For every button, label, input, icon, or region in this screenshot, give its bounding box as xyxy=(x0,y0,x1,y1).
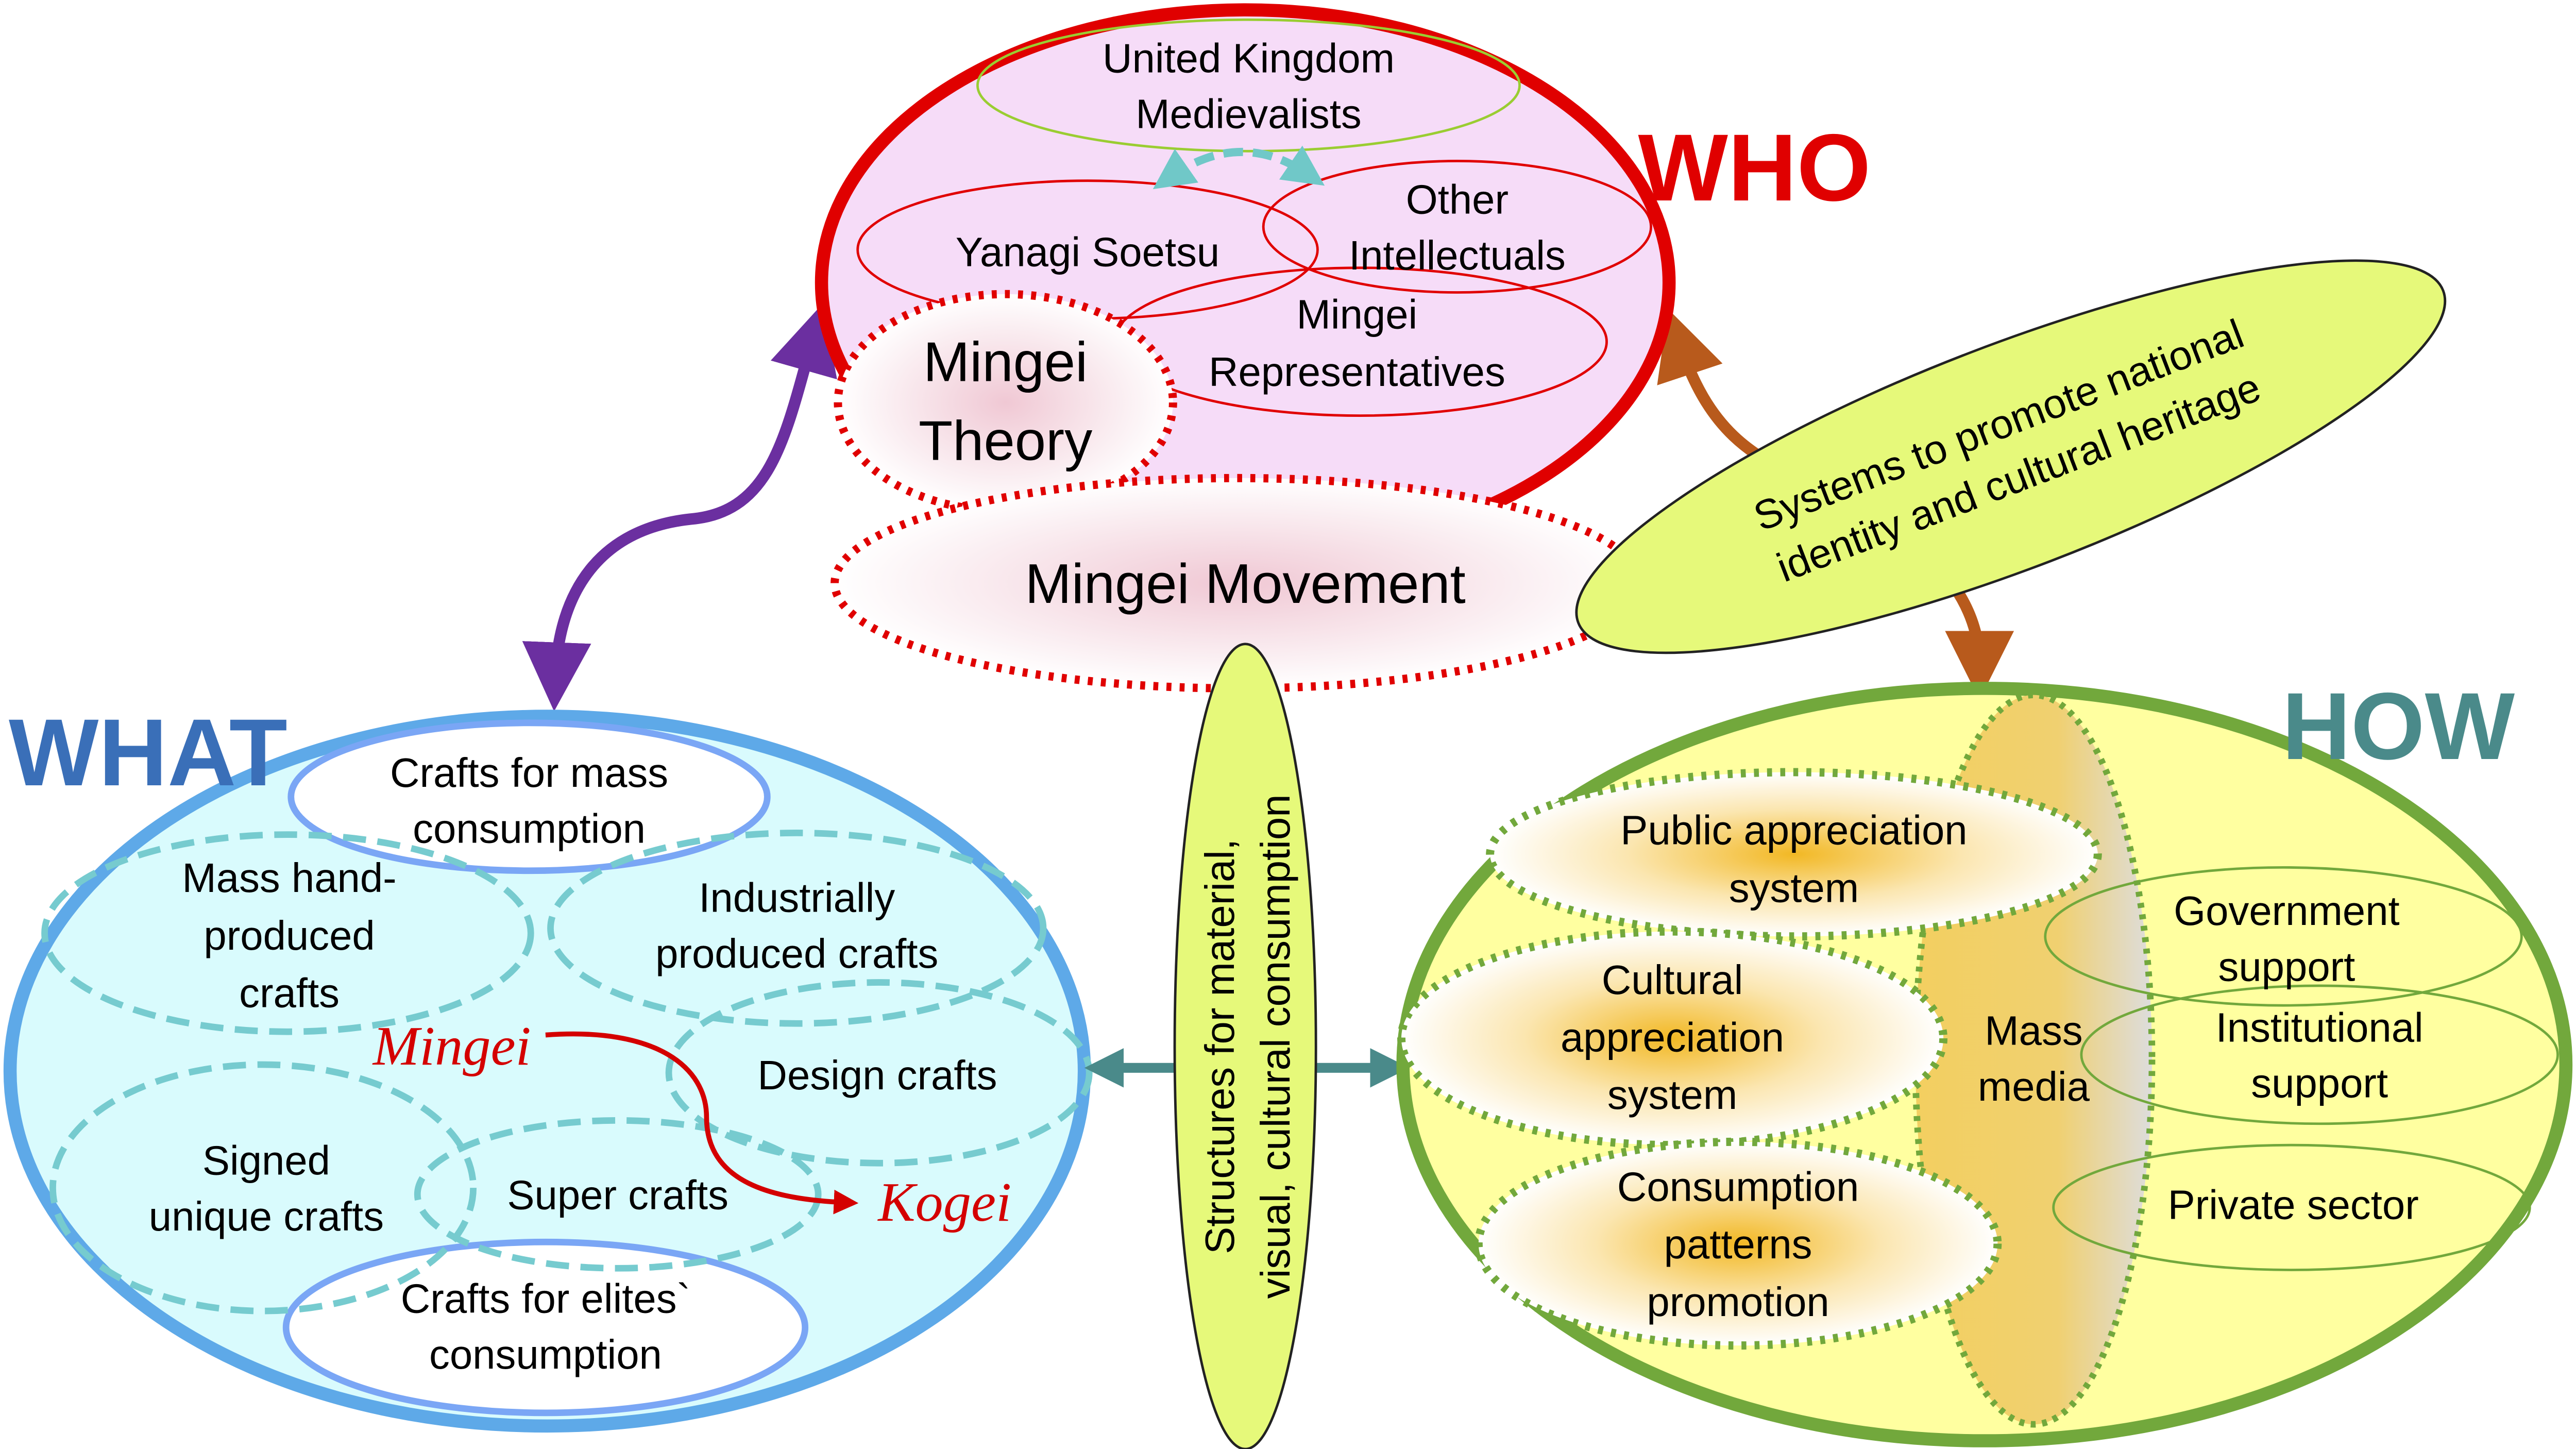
public-appreciation-ellipse xyxy=(1486,768,2102,941)
systems-group: Systems to promote national identity and… xyxy=(1575,259,2447,654)
who-group: United Kingdom Medievalists Yanagi Soets… xyxy=(815,3,1871,693)
institutional-label-1: Institutional xyxy=(2216,1004,2424,1050)
structures-label-2: visual, cultural consumption xyxy=(1252,794,1298,1299)
government-label-1: Government xyxy=(2174,888,2399,934)
mass-media-label-2: media xyxy=(1978,1064,2090,1109)
consumption-label-3: promotion xyxy=(1647,1279,1829,1325)
mingei-kogei-arrow xyxy=(545,1031,859,1215)
mingei-theory-label-2: Theory xyxy=(919,410,1092,472)
government-label-2: support xyxy=(2218,943,2355,989)
uk-label-1: United Kingdom xyxy=(1103,35,1395,81)
kogei-label: Kogei xyxy=(877,1171,1011,1233)
representatives-label-1: Mingei xyxy=(1297,292,1418,338)
consumption-label-1: Consumption xyxy=(1617,1164,1859,1210)
structures-label-1: Structures for material, xyxy=(1197,839,1243,1254)
signed-label-1: Signed xyxy=(202,1138,330,1184)
who-heading: WHO xyxy=(1638,115,1871,221)
industrial-ellipse xyxy=(547,830,1047,1027)
representatives-label-2: Representatives xyxy=(1209,349,1505,395)
uk-link-arrow xyxy=(1153,145,1325,190)
who-what-arrow xyxy=(522,304,837,712)
cultural-label-1: Cultural xyxy=(1602,957,1743,1003)
super-ellipse xyxy=(414,1117,822,1272)
elites-label-2: consumption xyxy=(429,1332,662,1377)
elites-label-1: Crafts for elites` xyxy=(401,1275,690,1321)
uk-label-2: Medievalists xyxy=(1136,91,1361,137)
mingei-movement-label: Mingei Movement xyxy=(1025,552,1465,615)
industrial-label-2: produced crafts xyxy=(655,931,938,976)
industrial-label-1: Industrially xyxy=(699,874,895,920)
institutional-ellipse xyxy=(2080,984,2559,1125)
mass-hand-label-3: crafts xyxy=(239,970,340,1016)
mingei-label: Mingei xyxy=(372,1015,531,1077)
mass-consumption-label-2: consumption xyxy=(413,806,646,852)
yanagi-label: Yanagi Soetsu xyxy=(956,229,1219,275)
mass-hand-label-1: Mass hand- xyxy=(182,855,396,901)
signed-label-2: unique crafts xyxy=(149,1193,384,1239)
mass-hand-label-2: produced xyxy=(204,913,375,958)
mingei-theory-label-1: Mingei xyxy=(923,331,1088,393)
private-label: Private sector xyxy=(2168,1182,2419,1228)
other-intellectuals-ellipse xyxy=(1262,160,1652,294)
how-group: Public appreciation system Cultural appr… xyxy=(1396,673,2573,1447)
mass-consumption-ellipse xyxy=(287,719,771,874)
what-group: Crafts for mass consumption Mass hand- p… xyxy=(3,700,1093,1433)
institutional-label-2: support xyxy=(2251,1060,2388,1106)
mass-consumption-label-1: Crafts for mass xyxy=(390,750,668,796)
cultural-appreciation-ellipse xyxy=(1397,927,1948,1150)
mass-hand-ellipse xyxy=(41,831,534,1035)
private-ellipse xyxy=(2052,1143,2531,1271)
super-label: Super crafts xyxy=(507,1172,728,1218)
structures-group: Structures for material, visual, cultura… xyxy=(1173,643,1317,1449)
other-label-1: Other xyxy=(1406,176,1509,222)
elites-ellipse xyxy=(282,1238,809,1417)
consumption-label-2: patterns xyxy=(1664,1221,1812,1267)
design-label: Design crafts xyxy=(757,1052,997,1098)
what-heading: WHAT xyxy=(9,700,287,806)
cultural-label-3: system xyxy=(1607,1072,1737,1118)
systems-ellipse xyxy=(1575,259,2447,654)
signed-ellipse xyxy=(49,1061,477,1315)
consumption-patterns-ellipse xyxy=(1474,1137,2002,1350)
mass-media-label-1: Mass xyxy=(1985,1008,2082,1054)
cultural-label-2: appreciation xyxy=(1561,1014,1784,1060)
structures-ellipse xyxy=(1173,643,1317,1449)
public-label-2: system xyxy=(1729,865,1859,911)
public-label-1: Public appreciation xyxy=(1620,807,1967,853)
government-ellipse xyxy=(2044,866,2523,1007)
other-label-2: Intellectuals xyxy=(1349,232,1566,278)
mingei-theory-ellipse xyxy=(834,290,1177,515)
how-heading: HOW xyxy=(2282,673,2515,780)
